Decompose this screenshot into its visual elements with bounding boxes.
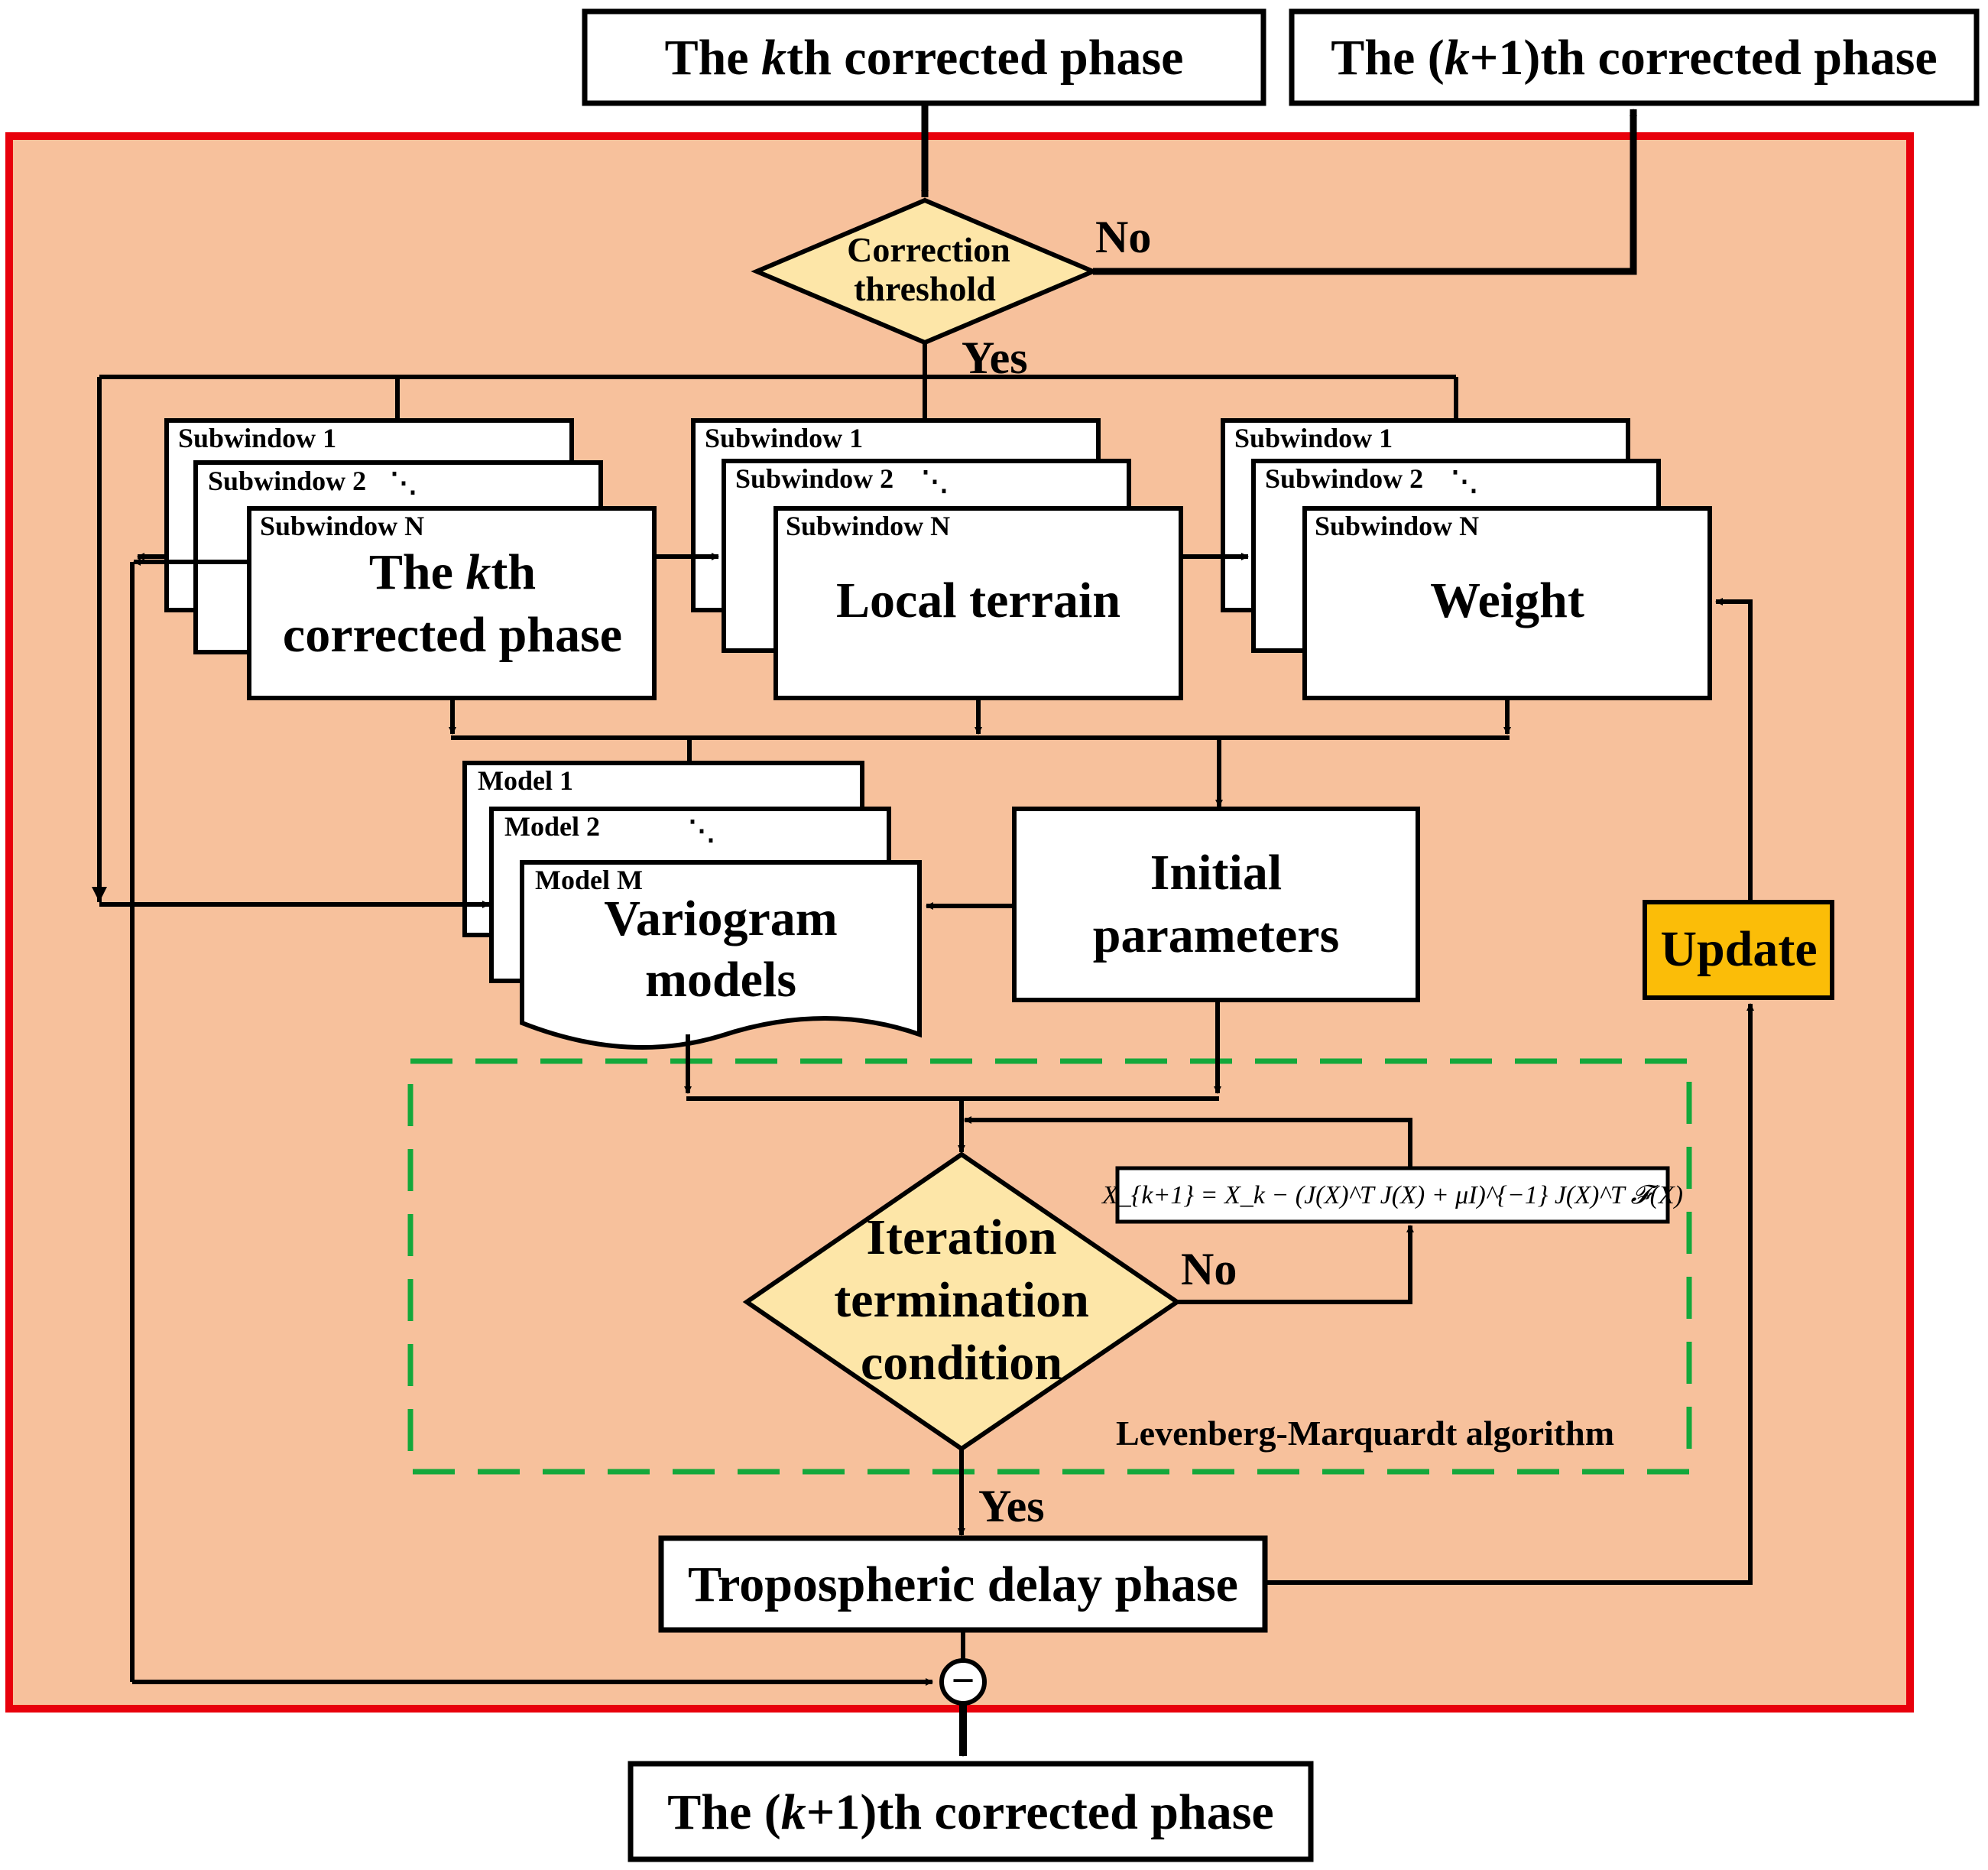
svg-text:Subwindow N: Subwindow N	[1315, 511, 1479, 541]
iteration-yes-label: Yes	[978, 1481, 1045, 1531]
svg-text:Initial: Initial	[1150, 845, 1282, 901]
svg-text:condition: condition	[861, 1335, 1062, 1391]
svg-text:Update: Update	[1660, 921, 1817, 977]
svg-text:Iteration: Iteration	[866, 1209, 1056, 1265]
local-terrain-label: Local terrain	[836, 573, 1120, 628]
svg-text:Subwindow N: Subwindow N	[786, 511, 950, 541]
input-box-suffix: th corrected phase	[786, 30, 1183, 86]
subwindow-group-weight: Subwindow 1 Subwindow 2 ⋱ Subwindow N We…	[1221, 418, 1712, 700]
initial-parameters-box: Initial parameters	[1012, 807, 1420, 1002]
lm-update-equation: X_{k+1} = X_k − (J(X)^T J(X) + μI)^{−1} …	[1101, 1166, 1683, 1224]
subwindow-group-phase: Subwindow 1 Subwindow 2 ⋱ Subwindow N Th…	[164, 418, 657, 700]
subwindow-1-tab: Subwindow 1	[178, 423, 336, 453]
svg-text:⋱: ⋱	[921, 466, 949, 496]
threshold-no-label: No	[1095, 212, 1151, 262]
svg-text:parameters: parameters	[1093, 907, 1340, 963]
subtract-icon: −	[939, 1657, 987, 1706]
svg-text:The kth: The kth	[369, 544, 536, 600]
input-kth-phase-box: The kth corrected phase	[582, 8, 1266, 106]
svg-text:corrected phase: corrected phase	[283, 607, 622, 663]
update-box: Update	[1643, 900, 1834, 1000]
ellipsis-icon: ⋱	[390, 467, 417, 498]
output-k1-phase-box-bottom: The (k+1)th corrected phase	[628, 1761, 1314, 1862]
svg-text:The (k+1)th corrected phase: The (k+1)th corrected phase	[1331, 30, 1937, 86]
svg-text:⋱: ⋱	[688, 815, 715, 846]
svg-text:Subwindow 2: Subwindow 2	[735, 463, 893, 494]
weight-label: Weight	[1430, 573, 1584, 628]
svg-text:Subwindow 2: Subwindow 2	[1265, 463, 1423, 494]
variogram-models-stack: Model 1 Model 2 ⋱ Model M Variogram mode…	[462, 761, 922, 1050]
model-2-tab: Model 2	[504, 811, 600, 842]
threshold-line2: threshold	[854, 269, 996, 308]
svg-text:⋱: ⋱	[1451, 466, 1478, 496]
output-k1-phase-box-top: The (k+1)th corrected phase	[1289, 8, 1980, 106]
lm-title: Levenberg-Marquardt algorithm	[1116, 1414, 1614, 1453]
model-1-tab: Model 1	[478, 765, 573, 796]
equation-text: X_{k+1} = X_k − (J(X)^T J(X) + μI)^{−1} …	[1101, 1181, 1683, 1209]
svg-text:Subwindow 1: Subwindow 1	[705, 423, 863, 453]
iteration-termination-decision: Iteration termination condition	[742, 1151, 1182, 1452]
svg-text:Tropospheric delay phase: Tropospheric delay phase	[688, 1557, 1238, 1612]
svg-text:The (k+1)th corrected phase: The (k+1)th corrected phase	[667, 1784, 1273, 1840]
subwindow-2-tab: Subwindow 2	[208, 466, 366, 496]
variogram-line2: models	[645, 952, 796, 1008]
input-box-k: k	[761, 30, 786, 86]
threshold-line1: Correction	[847, 230, 1010, 269]
correction-threshold-decision: Correction threshold	[751, 197, 1099, 346]
svg-text:−: −	[952, 1657, 975, 1703]
svg-text:termination: termination	[834, 1272, 1089, 1328]
svg-text:The kth corrected phase: The kth corrected phase	[665, 30, 1184, 86]
input-box-prefix: The	[665, 30, 762, 86]
tropospheric-delay-phase-box: Tropospheric delay phase	[658, 1535, 1268, 1633]
subwindow-n-tab: Subwindow N	[260, 511, 424, 541]
model-m-tab: Model M	[535, 865, 643, 895]
iteration-no-label: No	[1181, 1244, 1237, 1294]
subwindow-group-terrain: Subwindow 1 Subwindow 2 ⋱ Subwindow N Lo…	[691, 418, 1183, 700]
svg-text:Subwindow 1: Subwindow 1	[1234, 423, 1393, 453]
variogram-line1: Variogram	[604, 891, 838, 946]
